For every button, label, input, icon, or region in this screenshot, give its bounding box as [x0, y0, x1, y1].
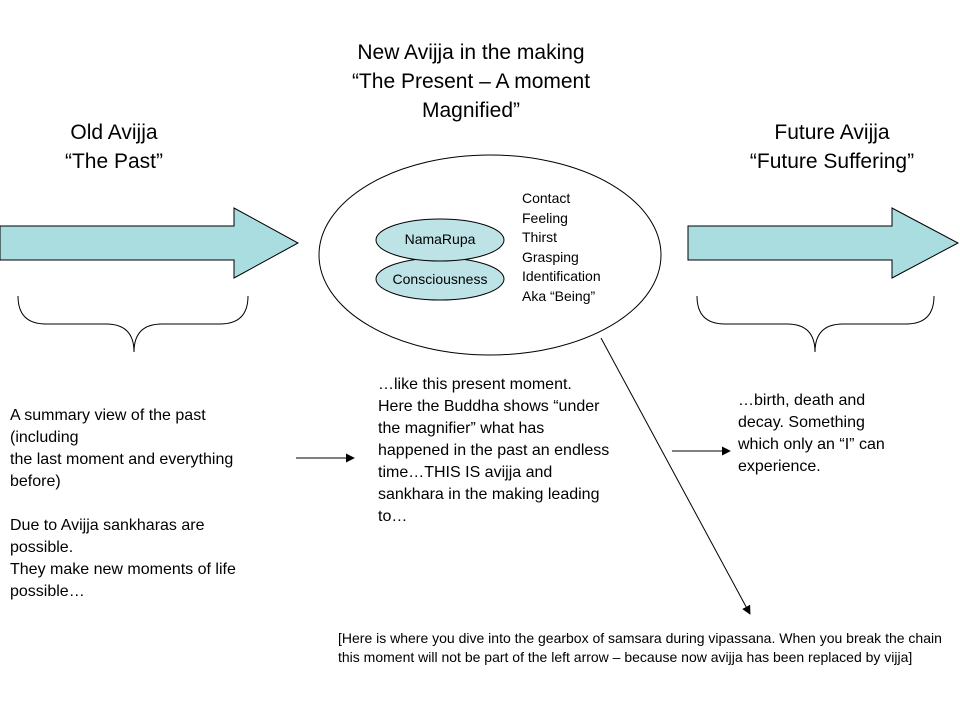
present-description-line: …like this present moment. [378, 376, 572, 393]
past-description-line: (including [10, 429, 79, 446]
chain-item: Feeling [522, 209, 568, 226]
present-title-line: Magnified” [421, 99, 521, 122]
past-description-line: possible. [10, 539, 74, 556]
present-description-line: sankhara in the making leading [378, 486, 600, 503]
chain-list: Contact Feeling Thirst Grasping Identifi… [522, 189, 601, 306]
past-description-line: before) [10, 473, 61, 490]
chain-item: Aka “Being” [522, 287, 596, 304]
past-description-line: possible… [10, 583, 85, 600]
present-title-line: New Avijja in the making [357, 41, 585, 64]
chain-item: Identification [522, 268, 601, 284]
future-title-line: Future Avijja [774, 121, 890, 144]
consciousness-node-label: Consciousness [392, 271, 488, 287]
chain-item: Contact [522, 190, 571, 206]
present-title-line: “The Present – A moment [351, 70, 591, 93]
future-block-arrow [687, 207, 960, 279]
past-description-line: A summary view of the past [10, 407, 206, 424]
present-description-line: to… [378, 508, 408, 525]
namarupa-node-shape [375, 218, 505, 262]
future-description: …birth, death and decay. Something which… [738, 390, 885, 478]
future-description-line: …birth, death and [738, 392, 866, 409]
past-title-line: “The Past” [64, 150, 164, 173]
past-title-line: Old Avijja [70, 121, 158, 144]
past-description-line: the last moment and everything [10, 451, 234, 468]
past-block-arrow [0, 207, 300, 279]
magnifier-ellipse [318, 154, 662, 356]
chain-item: Thirst [522, 229, 557, 245]
past-title: Old Avijja “The Past” [24, 118, 204, 176]
present-title: New Avijja in the making “The Present – … [316, 38, 626, 125]
present-description-line: the magnifier” what has [378, 420, 545, 437]
dive-arrow [600, 337, 751, 615]
past-description-line: They make new moments of life [10, 561, 236, 578]
future-description-line: decay. Something [738, 414, 865, 431]
footnote: [Here is where you dive into the gearbox… [338, 630, 942, 665]
namarupa-node-label: NamaRupa [404, 231, 476, 247]
past-brace [17, 295, 249, 353]
present-description-line: Here the Buddha shows “under [378, 398, 600, 415]
present-description-line: time…THIS IS avijja and [378, 464, 553, 481]
past-description-spacer [10, 493, 236, 515]
past-description: A summary view of the past (including th… [10, 405, 236, 603]
future-title: Future Avijja “Future Suffering” [722, 118, 942, 176]
future-description-line: experience. [738, 458, 821, 475]
future-title-line: “Future Suffering” [749, 150, 915, 173]
chain-item: Grasping [522, 248, 579, 265]
present-description: …like this present moment. Here the Budd… [378, 374, 609, 528]
future-brace [696, 295, 935, 353]
future-description-line: which only an “I” can [738, 436, 885, 453]
present-description-line: happened in the past an endless [378, 442, 610, 459]
past-description-line: Due to Avijja sankharas are [10, 517, 205, 534]
